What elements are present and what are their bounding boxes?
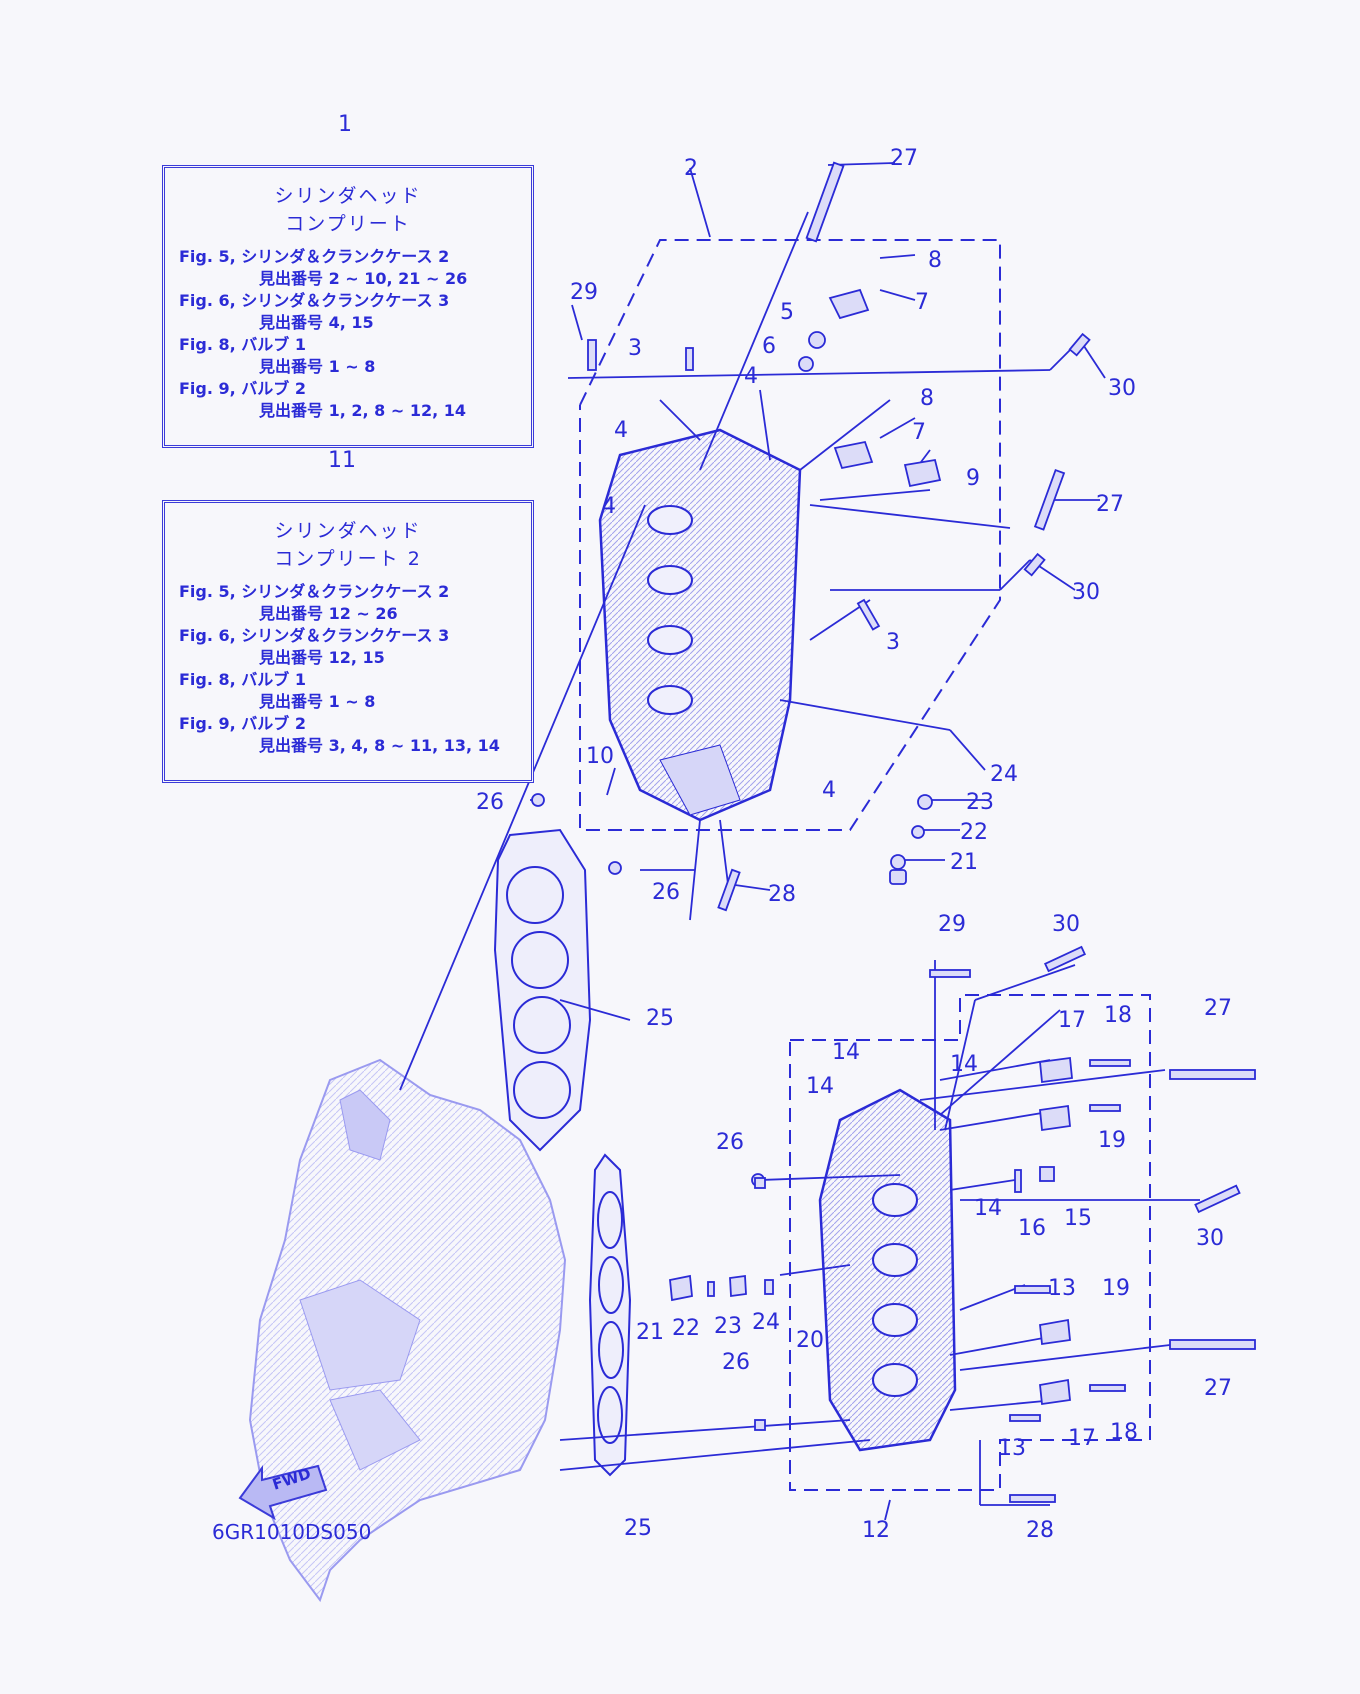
box1-row-fig8-sub: 見出番号 1 ~ 8	[259, 357, 376, 376]
callout-number: 23	[966, 790, 994, 815]
cylinder-head-upper	[598, 428, 802, 822]
callout-number: 30	[1196, 1226, 1224, 1251]
callout-number: 26	[476, 790, 504, 815]
callout-number: 30	[1072, 580, 1100, 605]
callout-number: 14	[806, 1074, 834, 1099]
callout-number: 4	[614, 418, 628, 443]
callout-number: 7	[912, 420, 926, 445]
box1-row-fig6-sub: 見出番号 4, 15	[259, 313, 374, 332]
callout-number: 30	[1108, 376, 1136, 401]
info-box-cylinder-head-complete: シリンダヘッド コンプリート Fig. 5, シリンダ＆クランクケース 2 見出…	[162, 165, 534, 448]
callout-number: 21	[950, 850, 978, 875]
box1-row-fig6: Fig. 6, シリンダ＆クランクケース 3	[179, 291, 450, 310]
callout-number: 6	[762, 334, 776, 359]
callout-number: 4	[822, 778, 836, 803]
callout-number: 27	[1204, 1376, 1232, 1401]
callout-number: 4	[602, 494, 616, 519]
callout-number: 28	[1026, 1518, 1054, 1543]
callout-number: 4	[744, 364, 758, 389]
callout-number: 20	[796, 1328, 824, 1353]
callout-number: 14	[832, 1040, 860, 1065]
callout-number: 26	[652, 880, 680, 905]
box1-row-fig8: Fig. 8, バルブ 1	[179, 335, 307, 354]
callout-number: 3	[886, 630, 900, 655]
callout-number: 27	[890, 146, 918, 171]
callout-number: 17	[1058, 1008, 1086, 1033]
diagram-code: 6GR1010DS050	[212, 1520, 372, 1544]
callout-number: 14	[950, 1052, 978, 1077]
cylinder-head-lower	[818, 1088, 957, 1452]
callout-number: 27	[1096, 492, 1124, 517]
callout-number: 27	[1204, 996, 1232, 1021]
box1-row-fig5: Fig. 5, シリンダ＆クランクケース 2	[179, 247, 450, 266]
callout-number: 17	[1068, 1426, 1096, 1451]
callout-number: 29	[938, 912, 966, 937]
box2-row-fig6-sub: 見出番号 12, 15	[259, 648, 385, 667]
box1-row-fig9: Fig. 9, バルブ 2	[179, 379, 307, 398]
box2-row-fig9: Fig. 9, バルブ 2	[179, 714, 307, 733]
box1-title-line1: シリンダヘッド	[274, 185, 422, 207]
box2-row-fig8: Fig. 8, バルブ 1	[179, 670, 307, 689]
callout-number: 19	[1102, 1276, 1130, 1301]
callout-number: 7	[915, 290, 929, 315]
box2-row-fig8-sub: 見出番号 1 ~ 8	[259, 692, 376, 711]
callout-number: 25	[646, 1006, 674, 1031]
callout-number: 22	[672, 1316, 700, 1341]
callout-number: 15	[1064, 1206, 1092, 1231]
callout-number: 8	[928, 248, 942, 273]
callout-number: 8	[920, 386, 934, 411]
cylinder-block-silhouette	[248, 1058, 567, 1603]
callout-number: 14	[974, 1196, 1002, 1221]
callout-number: 5	[780, 300, 794, 325]
leader-lines	[399, 162, 1200, 1521]
callout-number: 12	[862, 1518, 890, 1543]
callout-1: 1	[338, 112, 352, 137]
box1-row-fig5-sub: 見出番号 2 ~ 10, 21 ~ 26	[259, 269, 468, 288]
callout-number: 18	[1110, 1420, 1138, 1445]
callout-number: 28	[768, 882, 796, 907]
head-gasket-upper	[493, 828, 592, 1152]
box1-title-line2: コンプリート	[285, 213, 411, 235]
box2-row-fig9-sub: 見出番号 3, 4, 8 ~ 11, 13, 14	[259, 736, 500, 755]
callout-number: 13	[998, 1436, 1026, 1461]
callout-number: 19	[1098, 1128, 1126, 1153]
box2-row-fig6: Fig. 6, シリンダ＆クランクケース 3	[179, 626, 450, 645]
callout-number: 9	[966, 466, 980, 491]
head-gasket-lower	[588, 1153, 632, 1477]
box2-row-fig5-sub: 見出番号 12 ~ 26	[259, 604, 398, 623]
callout-number: 30	[1052, 912, 1080, 937]
callout-number: 26	[722, 1350, 750, 1375]
callout-number: 16	[1018, 1216, 1046, 1241]
callout-number: 10	[586, 744, 614, 769]
dashed-group-frames	[579, 239, 1151, 1491]
callout-number: 18	[1104, 1003, 1132, 1028]
box2-title-line1: シリンダヘッド	[274, 520, 422, 542]
fwd-arrow-icon	[238, 1464, 328, 1521]
callout-number: 13	[1048, 1276, 1076, 1301]
info-box-cylinder-head-complete-2: シリンダヘッド コンプリート 2 Fig. 5, シリンダ＆クランクケース 2 …	[162, 500, 534, 783]
box1-row-fig9-sub: 見出番号 1, 2, 8 ~ 12, 14	[259, 401, 466, 420]
callout-number: 29	[570, 280, 598, 305]
callout-number: 22	[960, 820, 988, 845]
box2-title-line2: コンプリート 2	[274, 548, 422, 570]
callout-number: 24	[990, 762, 1018, 787]
box2-row-fig5: Fig. 5, シリンダ＆クランクケース 2	[179, 582, 450, 601]
callout-number: 24	[752, 1310, 780, 1335]
callout-number: 3	[628, 336, 642, 361]
callout-number: 26	[716, 1130, 744, 1155]
callout-number: 25	[624, 1516, 652, 1541]
callout-number: 21	[636, 1320, 664, 1345]
callout-number: 2	[684, 156, 698, 181]
callout-11: 11	[328, 448, 356, 473]
fasteners	[531, 161, 1256, 1503]
callout-number: 23	[714, 1314, 742, 1339]
